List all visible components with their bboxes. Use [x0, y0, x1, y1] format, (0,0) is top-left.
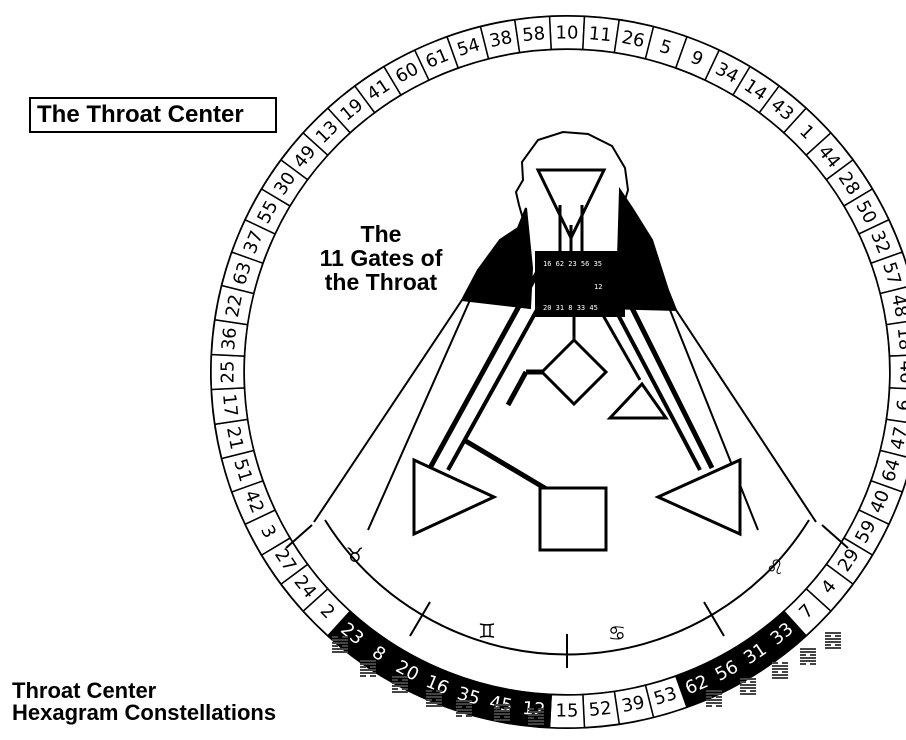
hexagram-icon — [800, 648, 816, 665]
gemini-icon: ♊ — [478, 619, 496, 643]
gate-number: 6 — [893, 398, 906, 411]
channel — [464, 440, 548, 490]
throat-gates-top-row: 16 62 23 56 35 — [543, 260, 602, 268]
gate-number: 18 — [893, 326, 906, 351]
gate-number: 21 — [222, 425, 247, 452]
hexagram-icon — [772, 662, 788, 679]
channel — [508, 372, 526, 405]
gate-number: 52 — [588, 698, 613, 721]
throat-gates-bottom-row: 20 31 8 33 45 — [543, 304, 598, 312]
sacral-center-square — [540, 488, 606, 550]
gate-number: 25 — [218, 361, 239, 384]
gate-number: 38 — [488, 27, 515, 52]
bodygraph — [314, 132, 816, 550]
solar-plexus-triangle — [658, 460, 740, 534]
leo-icon: ♌ — [766, 555, 784, 579]
taurus-icon: ♉ — [346, 543, 364, 567]
gate-number: 39 — [620, 692, 647, 717]
gate-number: 15 — [556, 701, 579, 722]
zodiac-divider — [704, 602, 724, 636]
cancer-icon: ♋ — [608, 621, 626, 645]
gate-number: 26 — [620, 27, 647, 52]
gate-number: 36 — [218, 326, 241, 351]
throat-gates-middle: 12 — [594, 283, 602, 291]
gate-number: 10 — [556, 23, 579, 44]
zodiac-divider — [410, 602, 430, 636]
gate-number: 17 — [218, 393, 241, 418]
gate-number: 46 — [896, 361, 906, 384]
hexagram-icon — [825, 632, 841, 649]
gate-number: 11 — [588, 23, 613, 46]
spleen-center-triangle — [414, 460, 494, 534]
left-shoulder — [462, 208, 532, 308]
gate-number: 22 — [222, 293, 247, 320]
gate-number: 58 — [521, 23, 546, 46]
gate-number: 47 — [887, 425, 906, 452]
g-center-diamond — [542, 340, 606, 404]
